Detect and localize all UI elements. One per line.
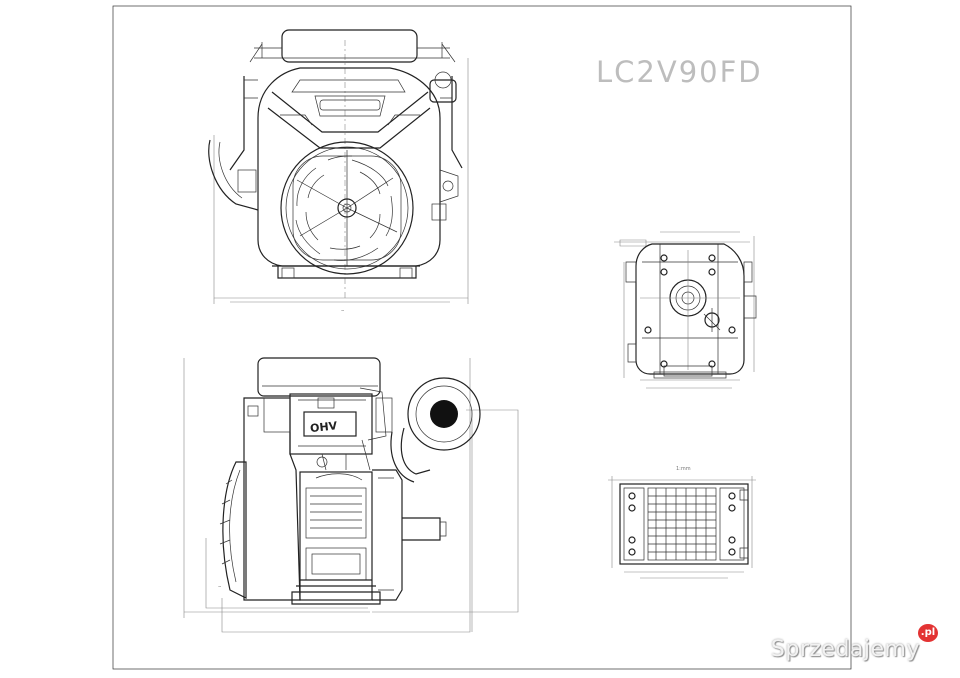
front-view: ~: [208, 29, 469, 313]
side-view: OHV ~: [183, 357, 519, 633]
model-title: LC2V90FD: [596, 55, 763, 89]
svg-text:~: ~: [341, 308, 344, 313]
scale-note: 1:mm: [676, 466, 691, 472]
svg-text:~: ~: [218, 584, 221, 589]
watermark-badge: .pl: [918, 624, 938, 642]
bottom-view: 1:mm: [608, 466, 756, 579]
ohv-label: OHV: [309, 419, 338, 435]
sheet-border: [112, 5, 852, 670]
mounting-face-view: [614, 231, 757, 389]
watermark-text: Sprzedajemy: [770, 637, 920, 662]
